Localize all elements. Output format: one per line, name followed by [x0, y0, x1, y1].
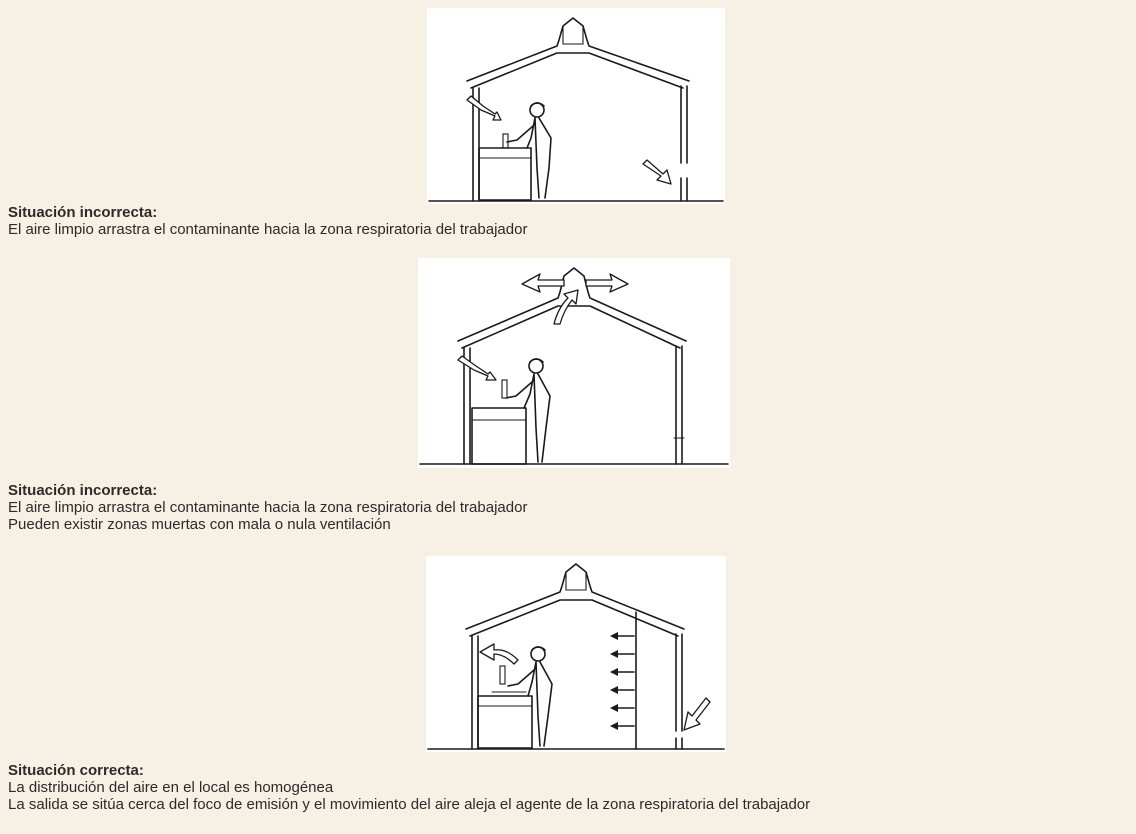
caption-title: Situación correcta: [8, 762, 144, 779]
air-inlet-arrow [457, 355, 497, 381]
caption-title: Situación incorrecta: [8, 204, 158, 221]
worker-figure [506, 102, 552, 199]
caption-line: El aire limpio arrastra el contaminante … [8, 221, 528, 238]
exhaust-arrow-left [521, 273, 565, 293]
building-section-drawing [428, 17, 724, 202]
caption-3: Situación correcta: La distribución del … [8, 762, 810, 813]
extraction-arrow [479, 643, 519, 665]
roof [465, 563, 685, 630]
air-inlet-arrow [683, 697, 711, 731]
caption-1: Situación incorrecta: El aire limpio arr… [8, 204, 527, 238]
ventilation-diagram-incorrect-2 [418, 258, 730, 468]
workbench [478, 147, 532, 201]
caption-line: La salida se sitúa cerca del foco de emi… [8, 796, 811, 813]
worker-figure [505, 358, 551, 463]
air-inlet-arrow [466, 95, 502, 121]
ventilation-diagram-correct [426, 556, 726, 752]
caption-title: Situación incorrecta: [8, 482, 158, 499]
workbench [471, 407, 527, 465]
caption-line: El aire limpio arrastra el contaminante … [8, 499, 528, 516]
worker-figure [507, 646, 553, 747]
roof [466, 17, 690, 82]
rising-air-arrow [553, 289, 579, 325]
caption-2: Situación incorrecta: El aire limpio arr… [8, 482, 527, 533]
building-section-drawing [419, 267, 729, 465]
air-outlet-arrow [642, 159, 672, 185]
building-section-drawing [427, 563, 725, 750]
workbench [477, 695, 533, 749]
exhaust-arrow-right [585, 273, 629, 293]
caption-line: La distribución del aire en el local es … [8, 779, 334, 796]
caption-line: Pueden existir zonas muertas con mala o … [8, 516, 391, 533]
ventilation-diagram-incorrect-1 [427, 8, 725, 204]
horizontal-flow-arrows [610, 632, 635, 730]
roof [457, 267, 687, 342]
